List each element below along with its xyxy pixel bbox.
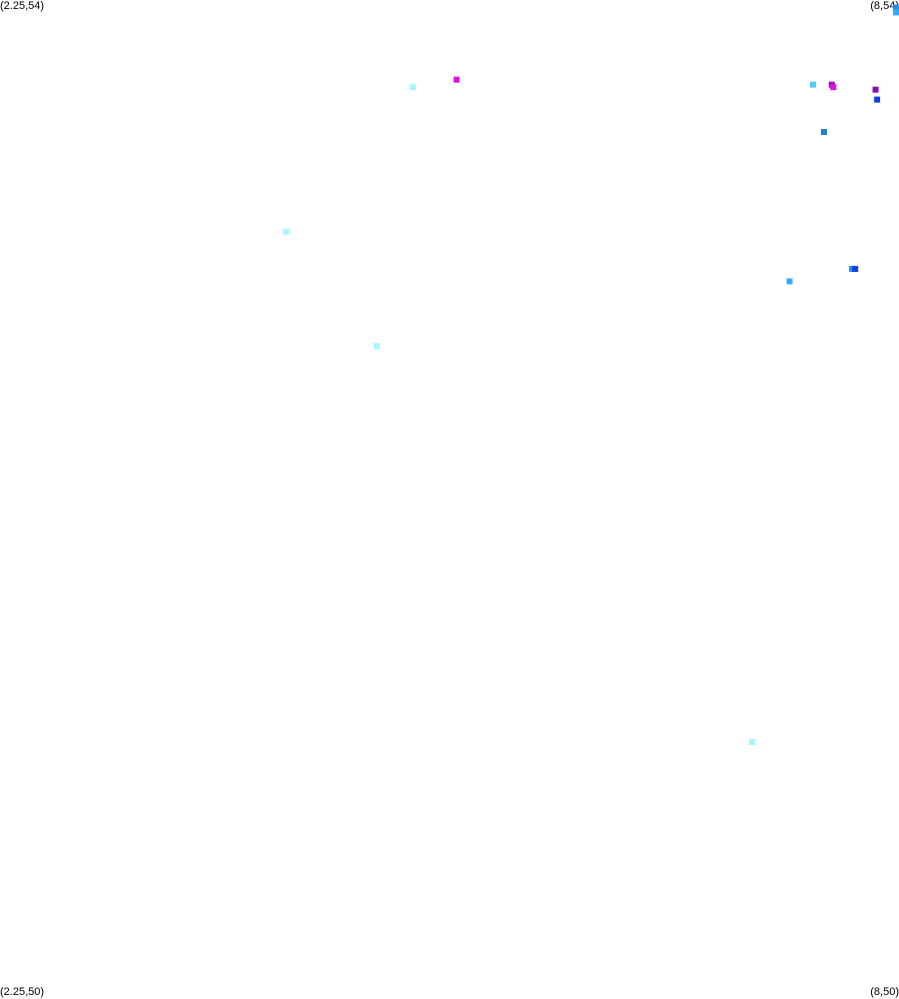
data-point-9	[820, 128, 827, 135]
corner-label-bottom-left: (2.25,50)	[0, 986, 45, 998]
corner-label-top-right: (8,54)	[870, 0, 899, 12]
data-point-12	[852, 265, 859, 272]
data-point-4	[810, 81, 817, 88]
data-point-8	[874, 96, 881, 103]
data-point-14	[373, 343, 380, 350]
corner-label-bottom-right: (8,50)	[870, 986, 899, 998]
corner-label-top-left: (2.25,54)	[0, 0, 45, 12]
data-point-6	[830, 84, 837, 91]
data-point-2	[453, 76, 460, 83]
data-point-7	[872, 86, 879, 93]
data-point-1	[893, 9, 899, 16]
data-point-13	[786, 278, 793, 285]
data-point-15	[749, 739, 756, 746]
data-point-3	[409, 84, 416, 91]
data-point-0	[892, 4, 899, 11]
data-point-10	[283, 228, 290, 235]
data-point-11	[849, 265, 856, 272]
